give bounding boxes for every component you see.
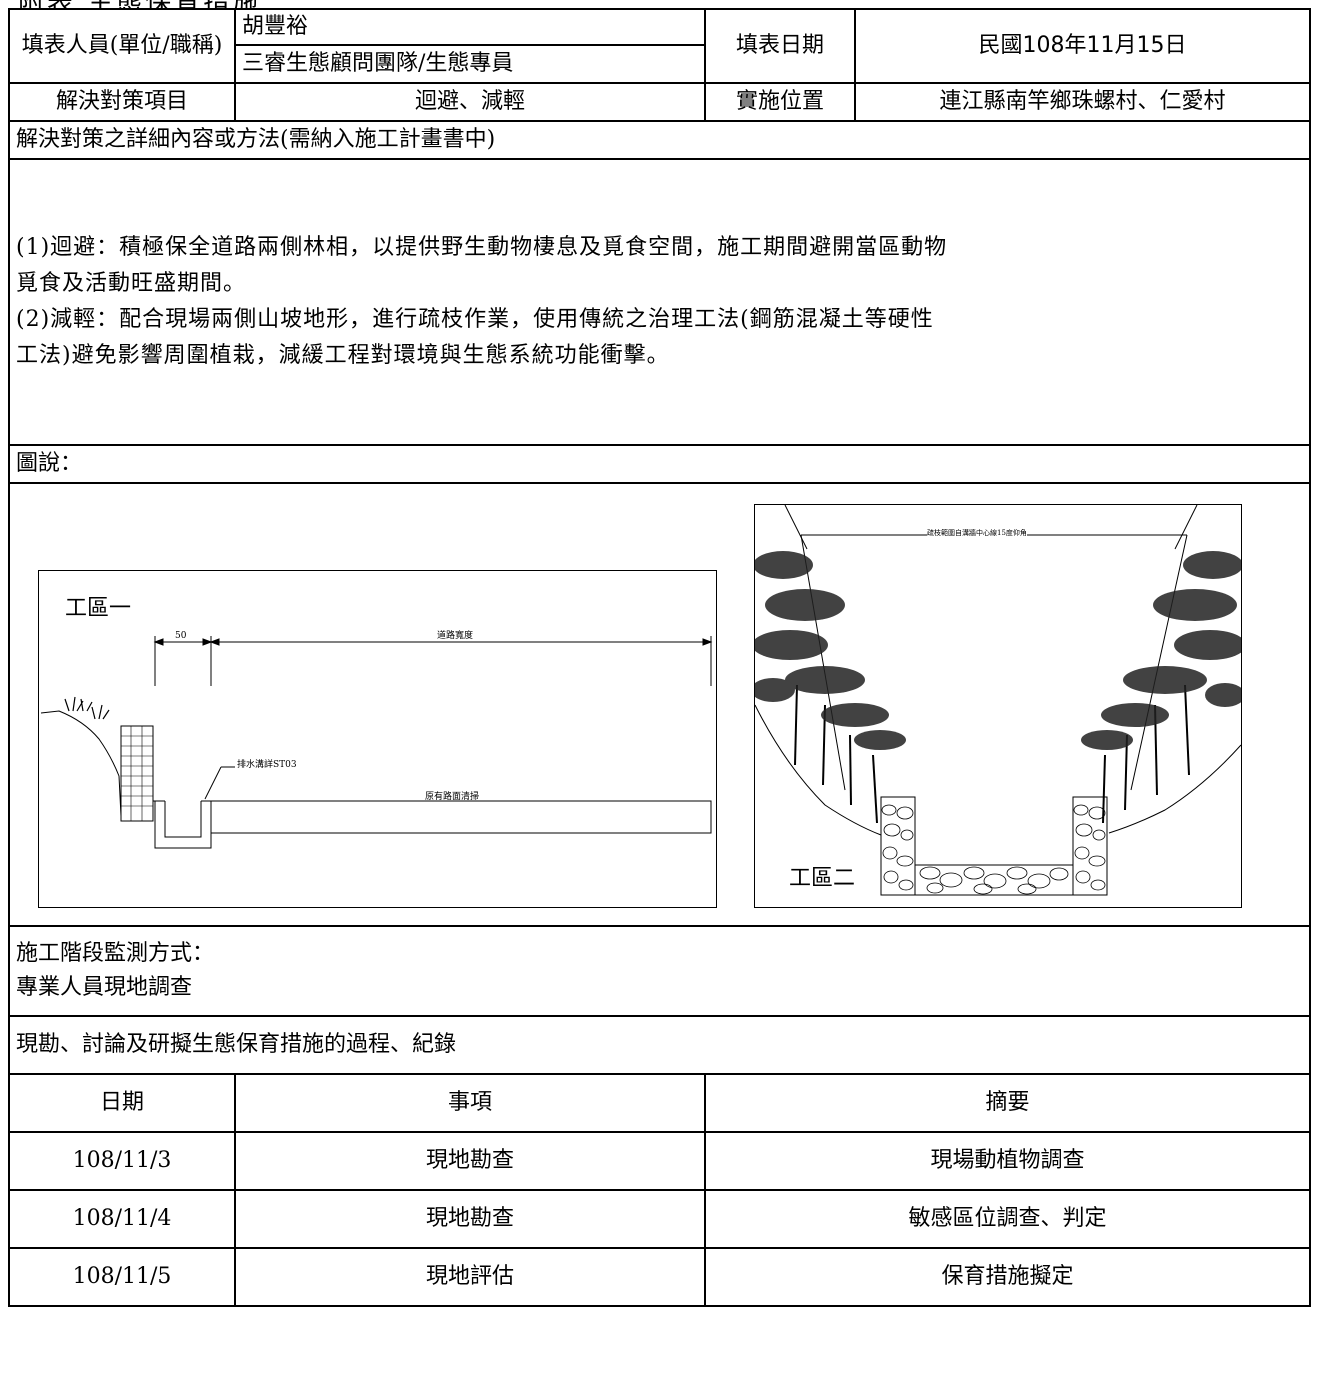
figure-work-area-1: 工區一 50 道路寬度 排水溝詳ST03 原有路面清掃 xyxy=(38,570,717,908)
record-header-date: 日期 xyxy=(8,1073,236,1133)
record-header-row: 日期 事項 摘要 xyxy=(8,1073,1311,1133)
date-label: 填表日期 xyxy=(704,8,856,84)
monitor-cell: 施工階段監測方式： 專業人員現地調查 xyxy=(8,925,1311,1017)
cropped-title: 附表 生態保育措施 xyxy=(0,0,1317,8)
detail-line: (2)減輕：配合現場兩側山坡地形，進行疏枝作業，使用傳統之治理工法(鋼筋混凝土等… xyxy=(16,307,934,332)
cross-section-drawing-2 xyxy=(751,504,1246,896)
cross-section-drawing-1 xyxy=(40,636,713,849)
record-summary: 保育措施擬定 xyxy=(704,1247,1311,1307)
dim-small-label: 50 xyxy=(175,631,187,641)
record-heading: 現勘、討論及研擬生態保育措施的過程、紀錄 xyxy=(8,1015,1311,1075)
filler-label: 填表人員(單位/職稱) xyxy=(8,8,236,84)
monitor-label: 施工階段監測方式： xyxy=(16,941,215,966)
strategy-value: 迴避、減輕 xyxy=(234,82,706,122)
detail-line: (1)迴避：積極保全道路兩側林相，以提供野生動物棲息及覓食空間，施工期間避開當區… xyxy=(16,235,948,260)
detail-line: 工法)避免影響周圍植栽，減緩工程對環境與生態系統功能衝擊。 xyxy=(16,343,670,368)
record-date: 108/11/5 xyxy=(8,1247,236,1307)
location-value: 連江縣南竿鄉珠螺村、仁愛村 xyxy=(854,82,1311,122)
detail-line: 覓食及活動旺盛期間。 xyxy=(16,271,247,296)
detail-content: (1)迴避：積極保全道路兩側林相，以提供野生動物棲息及覓食空間，施工期間避開當區… xyxy=(8,158,1311,446)
work-area-1-label: 工區一 xyxy=(65,596,132,621)
figure-work-area-2: 疏枝範圍自溝牆中心線15度仰角 工區二 xyxy=(751,504,1246,908)
record-item: 現地評估 xyxy=(234,1247,706,1307)
table-row: 108/11/3 現地勘查 現場動植物調查 xyxy=(8,1131,1311,1191)
record-item: 現地勘查 xyxy=(234,1189,706,1249)
pruning-range-note: 疏枝範圍自溝牆中心線15度仰角 xyxy=(927,529,1027,539)
record-header-summary: 摘要 xyxy=(704,1073,1311,1133)
record-summary: 現場動植物調查 xyxy=(704,1131,1311,1191)
figure-caption-label: 圖說： xyxy=(8,444,1311,484)
existing-road-note: 原有路面清掃 xyxy=(425,792,480,802)
date-value: 民國108年11月15日 xyxy=(854,8,1311,84)
filler-org: 三睿生態顧問團隊/生態專員 xyxy=(234,44,706,84)
strategy-label: 解決對策項目 xyxy=(8,82,236,122)
figure-cell: 工區一 50 道路寬度 排水溝詳ST03 原有路面清掃 xyxy=(8,482,1311,927)
work-area-2-label: 工區二 xyxy=(789,866,856,891)
record-date: 108/11/3 xyxy=(8,1131,236,1191)
record-summary: 敏感區位調查、判定 xyxy=(704,1189,1311,1249)
monitor-value: 專業人員現地調查 xyxy=(16,975,193,1000)
dim-road-label: 道路寬度 xyxy=(437,631,474,641)
ditch-note-label: 排水溝詳ST03 xyxy=(237,760,297,770)
record-item: 現地勘查 xyxy=(234,1131,706,1191)
record-date: 108/11/4 xyxy=(8,1189,236,1249)
table-row: 108/11/4 現地勘查 敏感區位調查、判定 xyxy=(8,1189,1311,1249)
table-row: 108/11/5 現地評估 保育措施擬定 xyxy=(8,1247,1311,1307)
ecology-form-table: 填表人員(單位/職稱) 胡豐裕 填表日期 民國108年11月15日 三睿生態顧問… xyxy=(8,8,1311,1307)
detail-heading: 解決對策之詳細內容或方法(需納入施工計畫書中) xyxy=(8,120,1311,160)
location-label: 實施位置 xyxy=(704,82,856,122)
filler-name: 胡豐裕 xyxy=(234,8,706,46)
record-header-item: 事項 xyxy=(234,1073,706,1133)
